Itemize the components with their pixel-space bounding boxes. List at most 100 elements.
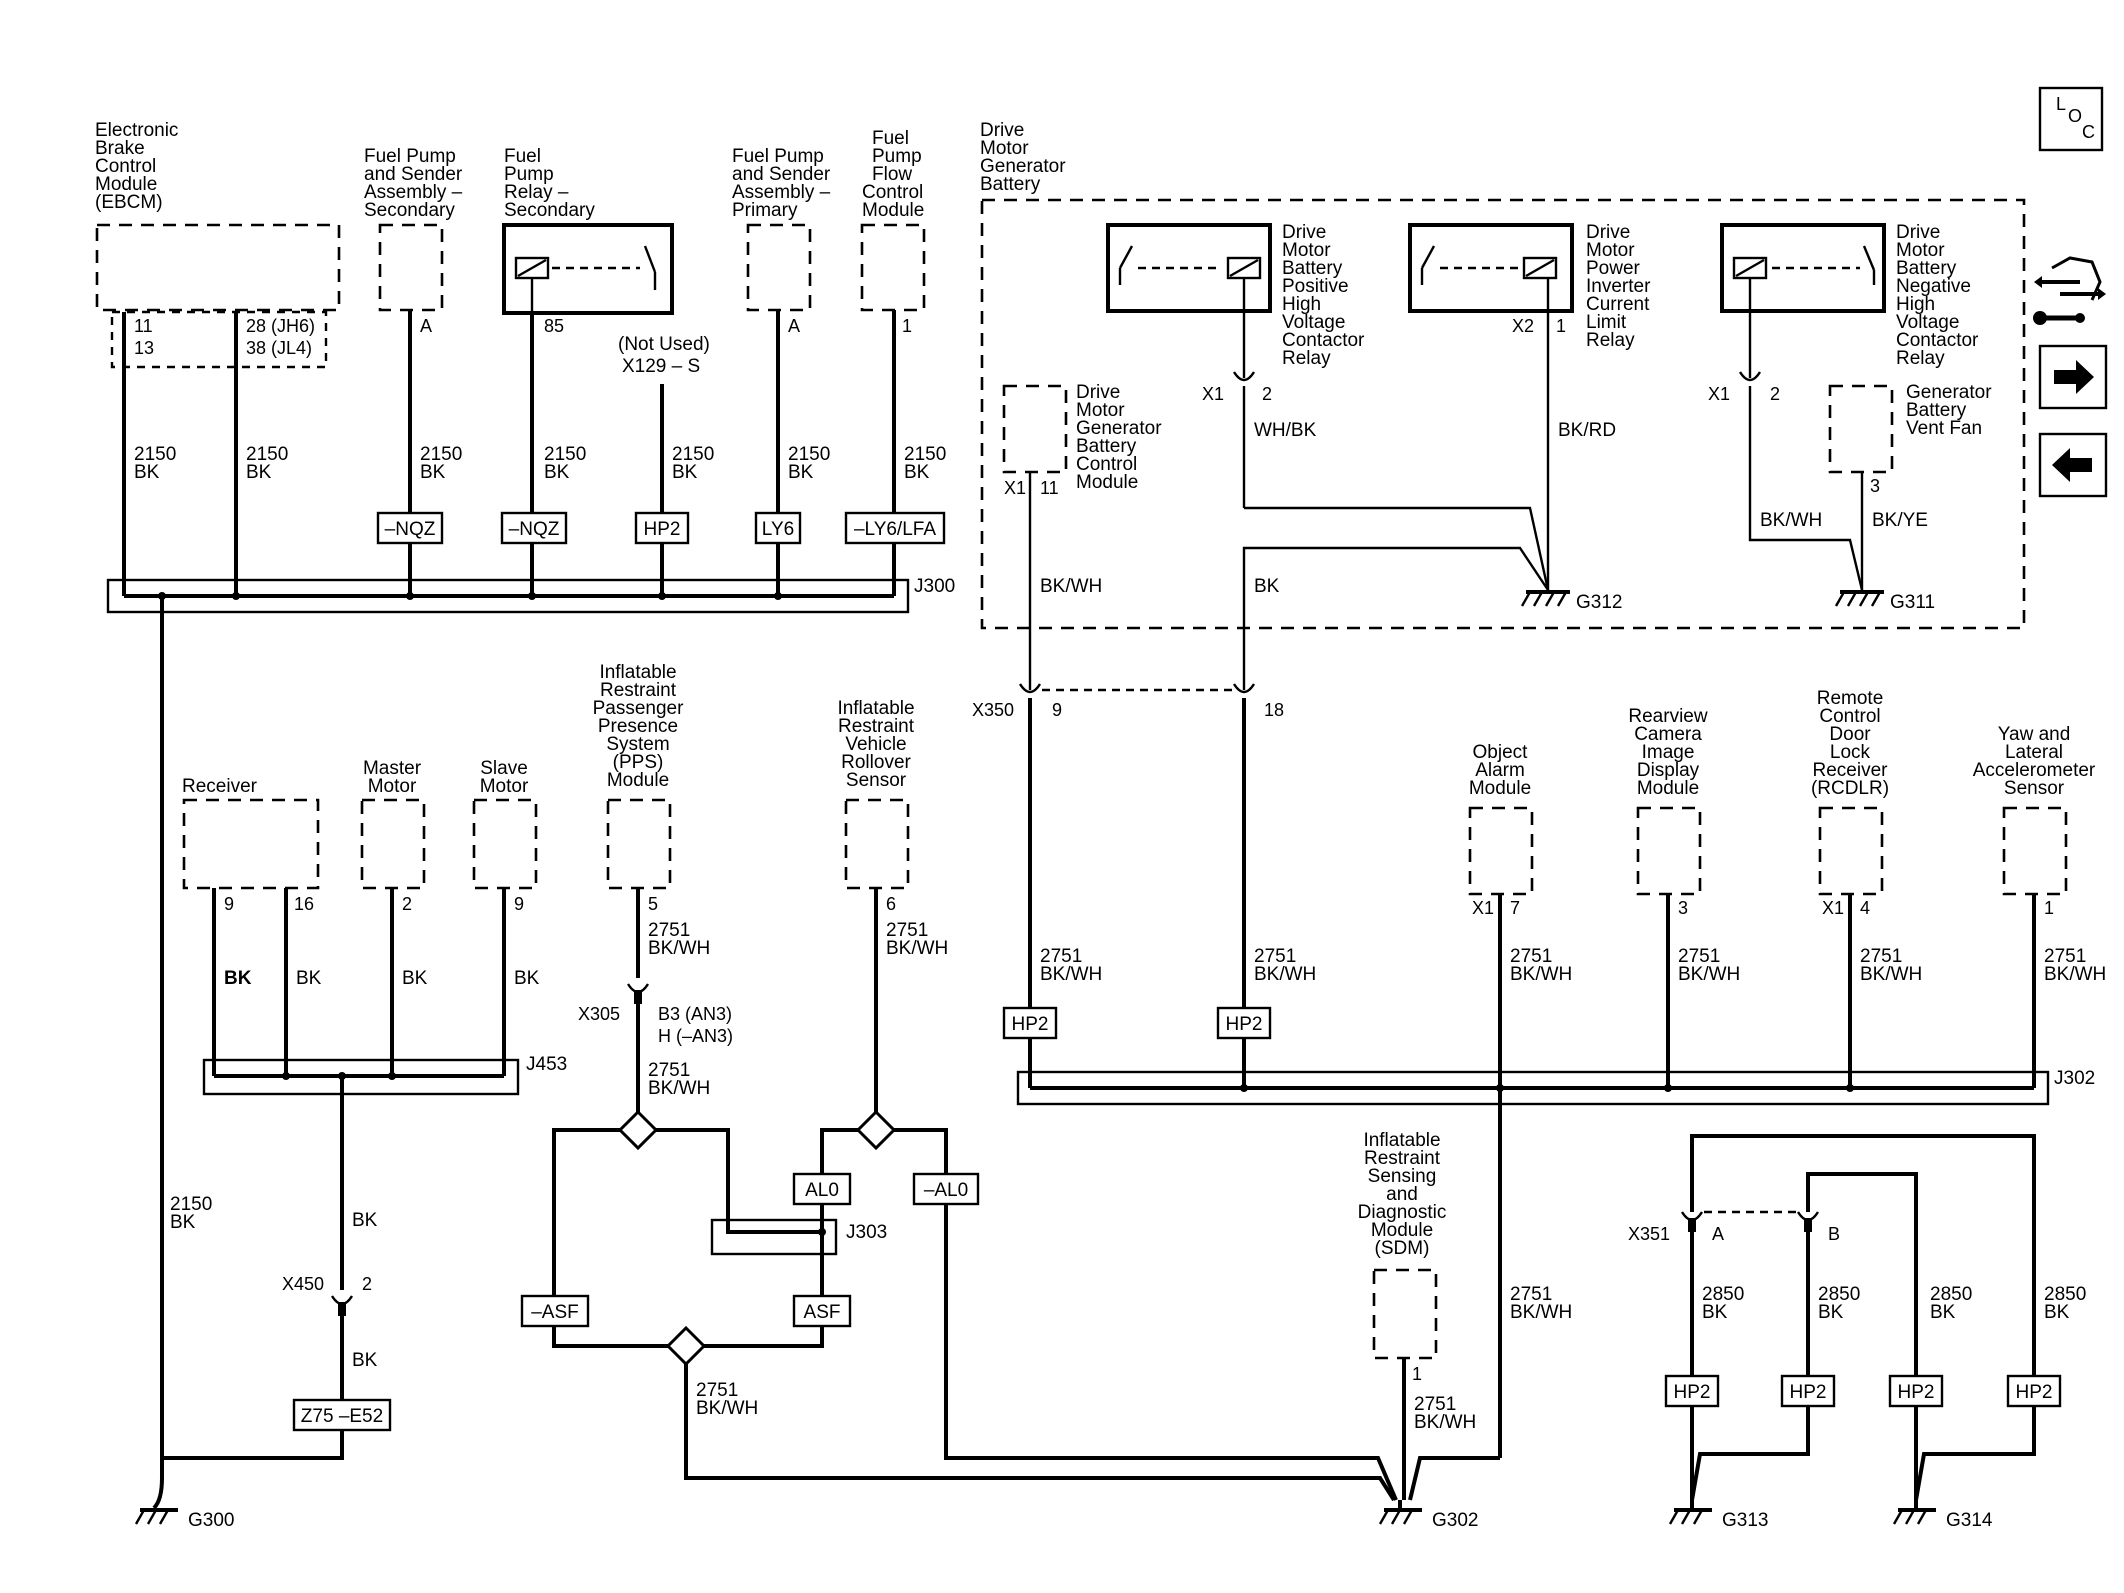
rearview-camera-module: Rearview Camera Image Display Module 3 xyxy=(1628,706,1707,918)
ebcm-pin-13: 13 xyxy=(134,338,154,358)
ground-g314: G314 xyxy=(1892,1500,1993,1531)
option-hp2-top xyxy=(634,511,690,545)
splice-j453 xyxy=(202,1058,520,1096)
vent-fan-label-3: Vent Fan xyxy=(1906,418,1982,439)
option-ly6-lfa xyxy=(844,511,946,545)
bkye-label: BK/YE xyxy=(1872,510,1928,531)
svg-text:Remote: Remote xyxy=(1817,688,1884,709)
rollover-inline-connector xyxy=(855,1109,897,1151)
x350-9-wire-color: BK/WH xyxy=(1040,964,1102,985)
ground-g312: G312 xyxy=(1520,590,1622,613)
svg-text:(SDM): (SDM) xyxy=(1375,1238,1430,1259)
neg-bkwh-wire xyxy=(1748,386,1864,591)
svg-text:Object: Object xyxy=(1473,742,1529,763)
svg-text:Module: Module xyxy=(1469,778,1531,799)
not-used-label: (Not Used) xyxy=(618,334,710,355)
svg-text:BK: BK xyxy=(514,968,540,989)
svg-text:BK/WH: BK/WH xyxy=(1510,1302,1572,1323)
svg-text:X450: X450 xyxy=(282,1274,324,1294)
svg-text:BK/WH: BK/WH xyxy=(1678,964,1740,985)
svg-text:–NQZ: –NQZ xyxy=(509,519,560,540)
svg-text:BK: BK xyxy=(352,1350,378,1371)
svg-text:Inflatable: Inflatable xyxy=(837,698,914,719)
connector-x350: X350 9 18 xyxy=(972,678,1284,720)
fpp-label-2: and Sender xyxy=(732,164,831,185)
svg-text:2751: 2751 xyxy=(886,920,928,941)
svg-text:A: A xyxy=(1712,1224,1724,1244)
dmgb-label-2: Motor xyxy=(980,138,1029,159)
ground-g313: G313 xyxy=(1668,1500,1768,1531)
pos-relay-label-1: Drive xyxy=(1282,222,1326,243)
splice-j300 xyxy=(106,578,910,614)
svg-text:(RCDLR): (RCDLR) xyxy=(1811,778,1889,799)
svg-text:BK: BK xyxy=(352,1210,378,1231)
bkrd-label: BK/RD xyxy=(1558,420,1616,441)
ebcm-wire-color-1: BK xyxy=(134,462,160,483)
g300-label: G300 xyxy=(188,1510,234,1531)
x350-9-wire-num: 2751 xyxy=(1040,946,1082,967)
fps-wire-color: BK xyxy=(420,462,446,483)
svg-text:Accelerometer: Accelerometer xyxy=(1973,760,2096,781)
connector-x450: X450 2 xyxy=(282,1274,372,1316)
svg-text:16: 16 xyxy=(294,894,314,914)
svg-text:Inflatable: Inflatable xyxy=(599,662,676,683)
fps-label-3: Assembly – xyxy=(364,182,463,203)
svg-text:7: 7 xyxy=(1510,898,1520,918)
vent-fan-pin-3: 3 xyxy=(1870,476,1880,496)
bcm-bkwh-label: BK/WH xyxy=(1040,576,1102,597)
ground-g300: G300 xyxy=(134,1458,234,1531)
svg-text:BK/WH: BK/WH xyxy=(886,938,948,959)
svg-text:Diagnostic: Diagnostic xyxy=(1358,1202,1447,1223)
svg-text:Lateral: Lateral xyxy=(2005,742,2063,763)
svg-text:Restraint: Restraint xyxy=(838,716,915,737)
connector-x351: X351 A B xyxy=(1628,1210,1840,1244)
svg-text:Sensor: Sensor xyxy=(846,770,907,791)
inv-pin-x2: X2 xyxy=(1512,316,1534,336)
dmgbcm-label-1: Drive xyxy=(1076,382,1120,403)
svg-text:2751: 2751 xyxy=(1510,1284,1552,1305)
svg-text:2850: 2850 xyxy=(2044,1284,2086,1305)
g311-label: G311 xyxy=(1890,592,1935,613)
fpp-pin-a: A xyxy=(788,316,800,336)
x129-wire-num: 2150 xyxy=(672,444,714,465)
inv-relay-label-3: Power xyxy=(1586,258,1641,279)
dmgb-control-module: Drive Motor Generator Battery Control Mo… xyxy=(1002,382,1162,498)
svg-text:BK: BK xyxy=(1930,1302,1956,1323)
previous-page-button[interactable] xyxy=(2038,432,2108,498)
fpfcm-wire-num: 2150 xyxy=(904,444,946,465)
svg-text:Inflatable: Inflatable xyxy=(1363,1130,1440,1151)
svg-text:2: 2 xyxy=(362,1274,372,1294)
next-page-button[interactable] xyxy=(2038,344,2108,410)
ebcm-label-2: Brake xyxy=(95,138,145,159)
arrow-left-icon xyxy=(2052,448,2092,482)
fpp-label-1: Fuel Pump xyxy=(732,146,824,167)
svg-text:2751: 2751 xyxy=(1510,946,1552,967)
ebcm-label-4: Module xyxy=(95,174,157,195)
ebcm-label-1: Electronic xyxy=(95,120,178,141)
neg-relay-label-3: Battery xyxy=(1896,258,1957,279)
rollover-sensor: Inflatable Restraint Vehicle Rollover Se… xyxy=(837,698,914,914)
svg-text:BK/WH: BK/WH xyxy=(2044,964,2106,985)
j302-dots xyxy=(1240,1084,1854,1092)
svg-text:BK: BK xyxy=(1818,1302,1844,1323)
inv-relay-label-7: Relay xyxy=(1586,330,1635,351)
svg-text:L: L xyxy=(2056,94,2066,114)
svg-text:6: 6 xyxy=(886,894,896,914)
x350-18-wire-color: BK/WH xyxy=(1254,964,1316,985)
svg-text:C: C xyxy=(2082,122,2095,142)
dmgbcm-pin-11: 11 xyxy=(1040,478,1059,498)
g313-label: G313 xyxy=(1722,1510,1768,1531)
ebcm-wire-num-1: 2150 xyxy=(134,444,176,465)
receiver: Receiver 9 16 xyxy=(182,776,320,914)
connector-harness-icon[interactable] xyxy=(2033,256,2106,325)
svg-text:Receiver: Receiver xyxy=(182,776,258,797)
option-al0 xyxy=(792,1172,852,1206)
pps-inline-connector xyxy=(617,1109,659,1151)
location-view-button[interactable]: L O C xyxy=(2038,86,2104,152)
svg-text:–ASF: –ASF xyxy=(531,1302,579,1323)
option-hp2-g313-a xyxy=(1664,1374,1720,1408)
svg-text:2850: 2850 xyxy=(1818,1284,1860,1305)
svg-text:2751: 2751 xyxy=(2044,946,2086,967)
svg-text:H (–AN3): H (–AN3) xyxy=(658,1026,733,1046)
svg-text:B3 (AN3): B3 (AN3) xyxy=(658,1004,732,1024)
